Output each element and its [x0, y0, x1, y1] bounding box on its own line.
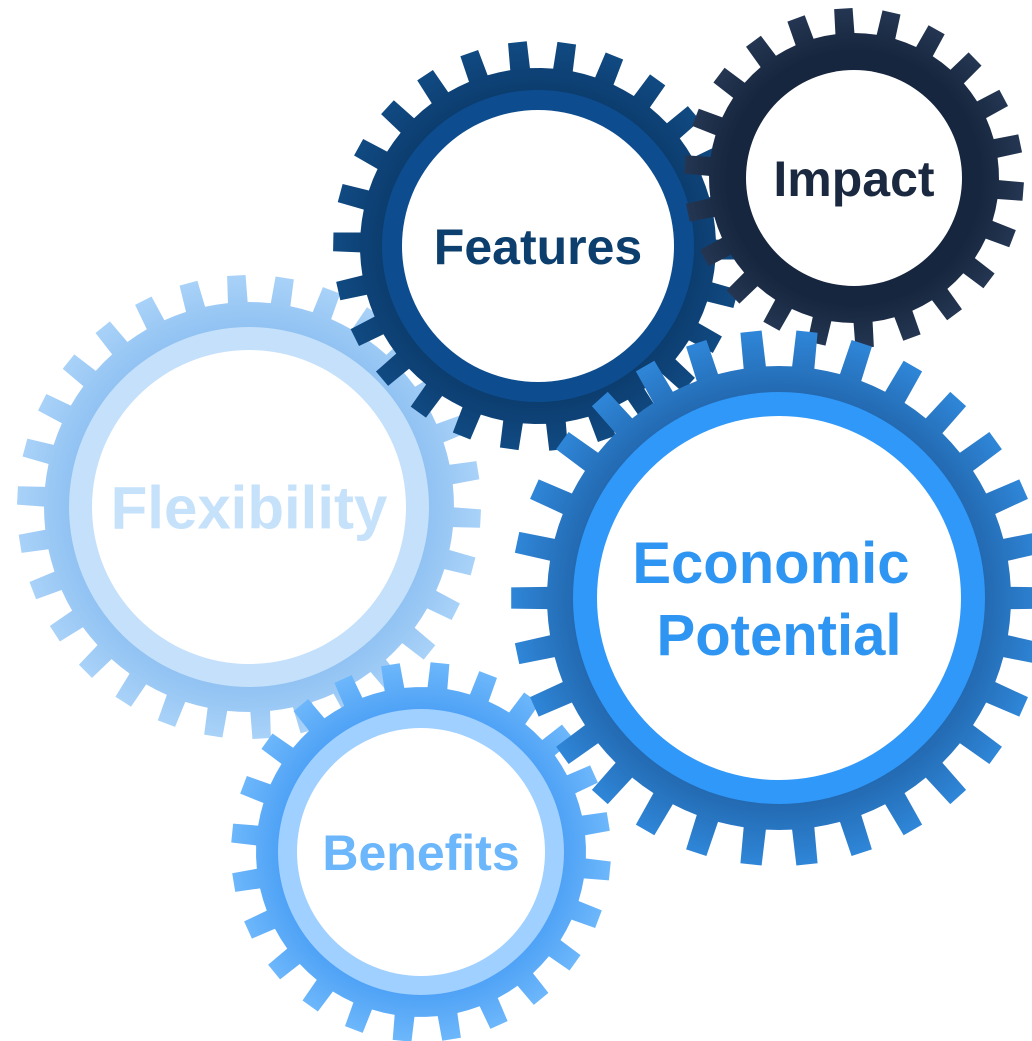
gear-economic-potential-label: Economic Potential: [632, 531, 925, 668]
gear-impact-label: Impact: [773, 151, 935, 207]
gear-flexibility: Flexibility: [17, 275, 481, 739]
gear-economic-potential-label-line-2: Potential: [657, 603, 902, 668]
gear-benefits-label-line-1: Benefits: [322, 825, 519, 881]
gear-economic-potential-label-line-1: Economic: [632, 531, 909, 596]
gear-impact: Impact: [684, 8, 1024, 348]
gear-impact-face: [746, 70, 962, 286]
gear-impact-label-line-1: Impact: [773, 151, 935, 207]
gear-features-face: [402, 110, 674, 382]
gear-features-label: Features: [434, 219, 642, 275]
gear-flexibility-label: Flexibility: [111, 475, 388, 542]
gear-flexibility-face: [92, 350, 406, 664]
gear-benefits: Benefits: [231, 662, 611, 1041]
gear-features-label-line-1: Features: [434, 219, 642, 275]
gear-economic-potential-face: [597, 416, 961, 780]
gear-benefits-label: Benefits: [322, 825, 519, 881]
gear-economic-potential: Economic Potential: [511, 330, 1032, 866]
gear-flexibility-label-line-1: Flexibility: [111, 475, 388, 542]
gear-features: Features: [333, 41, 743, 451]
gear-benefits-face: [297, 728, 545, 976]
